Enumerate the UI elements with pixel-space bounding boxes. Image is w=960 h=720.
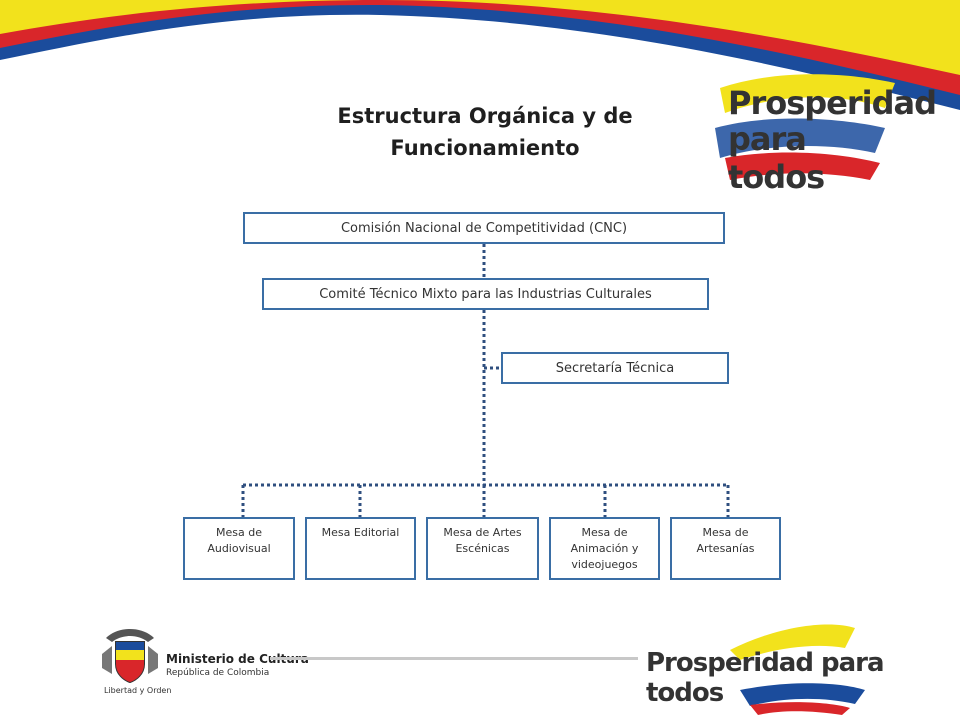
prosperidad-logo-bottom: Prosperidad para todos — [640, 620, 940, 715]
box-mesa-editorial: Mesa Editorial — [305, 517, 416, 580]
box-secretaria: Secretaría Técnica — [501, 352, 729, 384]
coat-of-arms-icon — [102, 629, 158, 684]
logo-bottom-text: Prosperidad para todos — [646, 648, 885, 708]
box-mesa-animacion: Mesa de Animación y videojuegos — [549, 517, 660, 580]
footer-divider — [270, 657, 638, 660]
box-cnc: Comisión Nacional de Competitividad (CNC… — [243, 212, 725, 244]
box-comite: Comité Técnico Mixto para las Industrias… — [262, 278, 709, 310]
ministerio-block: Ministerio de Cultura República de Colom… — [166, 652, 309, 678]
flag-banner — [0, 0, 960, 110]
box-mesa-audiovisual: Mesa de Audiovisual — [183, 517, 295, 580]
logo-stripes-icon — [715, 74, 895, 180]
box-mesa-artesanias: Mesa de Artesanías — [670, 517, 781, 580]
logo-top-line2: para todos — [728, 120, 825, 196]
motto-text: Libertad y Orden — [104, 686, 172, 695]
logo-top-line1: Prosperidad — [728, 84, 937, 122]
prosperidad-logo-top: Prosperidad para todos — [700, 68, 937, 196]
logo-bottom-stripes-icon — [730, 624, 865, 715]
box-mesa-artes-escenicas: Mesa de Artes Escénicas — [426, 517, 539, 580]
ministerio-name: Ministerio de Cultura — [166, 652, 309, 666]
page-title: Estructura Orgánica y de Funcionamiento — [337, 104, 633, 160]
republica-name: República de Colombia — [166, 668, 270, 678]
